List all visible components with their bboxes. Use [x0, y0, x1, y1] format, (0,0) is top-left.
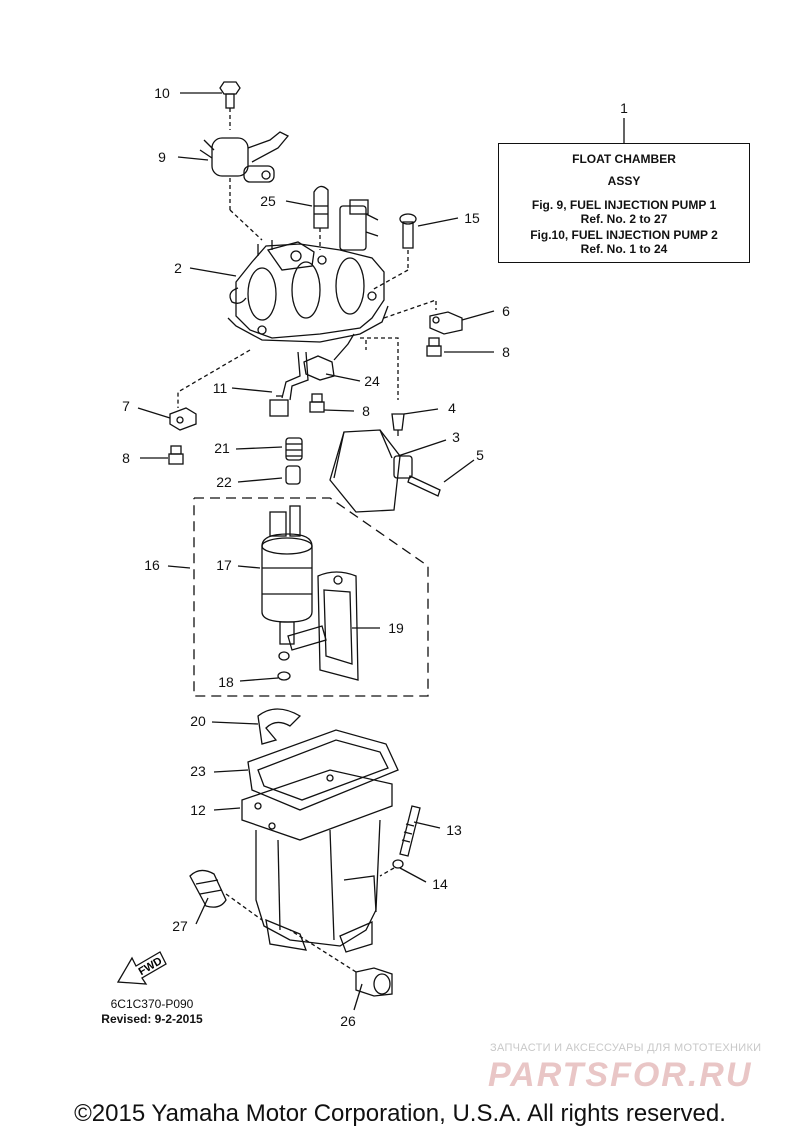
- fitting-25: [285, 185, 329, 250]
- part-label-26: 26: [340, 1013, 356, 1029]
- spring-21: [235, 437, 303, 461]
- callout-subtitle: ASSY: [607, 174, 641, 188]
- assembly-box-16: [167, 497, 429, 697]
- part-label-27: 27: [172, 918, 188, 934]
- float-chamber-12: [213, 769, 393, 953]
- part-label-3: 3: [452, 429, 460, 445]
- part-label-8: 8: [122, 450, 130, 466]
- callout-line-3: Fig.10, FUEL INJECTION PUMP 2: [530, 228, 718, 242]
- gasket-23: [213, 729, 399, 811]
- callout-title: FLOAT CHAMBER: [572, 152, 676, 166]
- callout-line-4: Ref. No. 1 to 24: [580, 242, 668, 256]
- bolt-8-mid: [309, 393, 355, 413]
- part-label-1: 1: [620, 100, 628, 116]
- revised-date: Revised: 9-2-2015: [101, 1012, 203, 1026]
- part-label-11: 11: [212, 380, 228, 396]
- part-label-8: 8: [362, 403, 370, 419]
- clip-24: [303, 333, 361, 382]
- part-label-24: 24: [364, 373, 380, 389]
- watermark-logo: PARTSFOR.RU: [488, 1056, 753, 1094]
- screw-13: [399, 805, 441, 857]
- part-label-19: 19: [388, 620, 404, 636]
- bolt-10: [180, 81, 241, 130]
- callout-line-2: Ref. No. 2 to 27: [580, 212, 668, 226]
- washer-14: [379, 859, 427, 883]
- collar-22: [237, 465, 301, 485]
- fwd-label: FWD: [137, 955, 165, 978]
- part-label-23: 23: [190, 763, 206, 779]
- part-label-6: 6: [502, 303, 510, 319]
- part-label-14: 14: [432, 876, 448, 892]
- filter-19: [287, 571, 380, 681]
- bolt-8-left: [140, 445, 184, 465]
- pin-5: [407, 459, 475, 497]
- float-chamber-callout: FLOAT CHAMBER ASSY Fig. 9, FUEL INJECTIO…: [498, 143, 750, 263]
- part-label-10: 10: [154, 85, 170, 101]
- valve-9: [177, 131, 290, 241]
- screw-15: [371, 213, 459, 291]
- guide-lines-right: [177, 299, 437, 408]
- part-label-12: 12: [190, 802, 206, 818]
- part-label-4: 4: [448, 400, 456, 416]
- fwd-arrow-icon: [116, 951, 167, 985]
- part-label-21: 21: [214, 440, 230, 456]
- part-label-5: 5: [476, 447, 484, 463]
- part-label-8: 8: [502, 344, 510, 360]
- pump-body-2: [189, 240, 389, 343]
- copyright-notice: ©2015 Yamaha Motor Corporation, U.S.A. A…: [74, 1100, 726, 1127]
- plug-4: [391, 408, 439, 436]
- damper-6: [429, 310, 495, 335]
- part-label-22: 22: [216, 474, 232, 490]
- part-label-20: 20: [190, 713, 206, 729]
- pad-7: [137, 407, 197, 431]
- bracket-20: [211, 708, 302, 745]
- float-3: [329, 429, 447, 513]
- ring-18: [239, 651, 291, 682]
- watermark-tagline: ЗАПЧАСТИ И АКСЕССУАРЫ ДЛЯ МОТОТЕХНИКИ: [490, 1042, 762, 1054]
- hose-11: [231, 351, 309, 417]
- bolt-8-right: [426, 337, 494, 357]
- pump-motor-17: [237, 505, 313, 645]
- part-label-17: 17: [216, 557, 232, 573]
- part-label-9: 9: [158, 149, 166, 165]
- callout-line-1: Fig. 9, FUEL INJECTION PUMP 1: [531, 198, 717, 212]
- drawing-code: 6C1C370-P090: [110, 997, 194, 1011]
- part-label-25: 25: [260, 193, 276, 209]
- part-label-16: 16: [144, 557, 160, 573]
- plug-26: [289, 929, 393, 1011]
- part-label-7: 7: [122, 398, 130, 414]
- connector-top: [339, 199, 379, 251]
- part-label-2: 2: [174, 260, 182, 276]
- grommet-27: [189, 869, 263, 925]
- part-label-15: 15: [464, 210, 480, 226]
- part-label-18: 18: [218, 674, 234, 690]
- part-label-13: 13: [446, 822, 462, 838]
- drawing-code-block: 6C1C370-P090 Revised: 9-2-2015: [82, 997, 222, 1027]
